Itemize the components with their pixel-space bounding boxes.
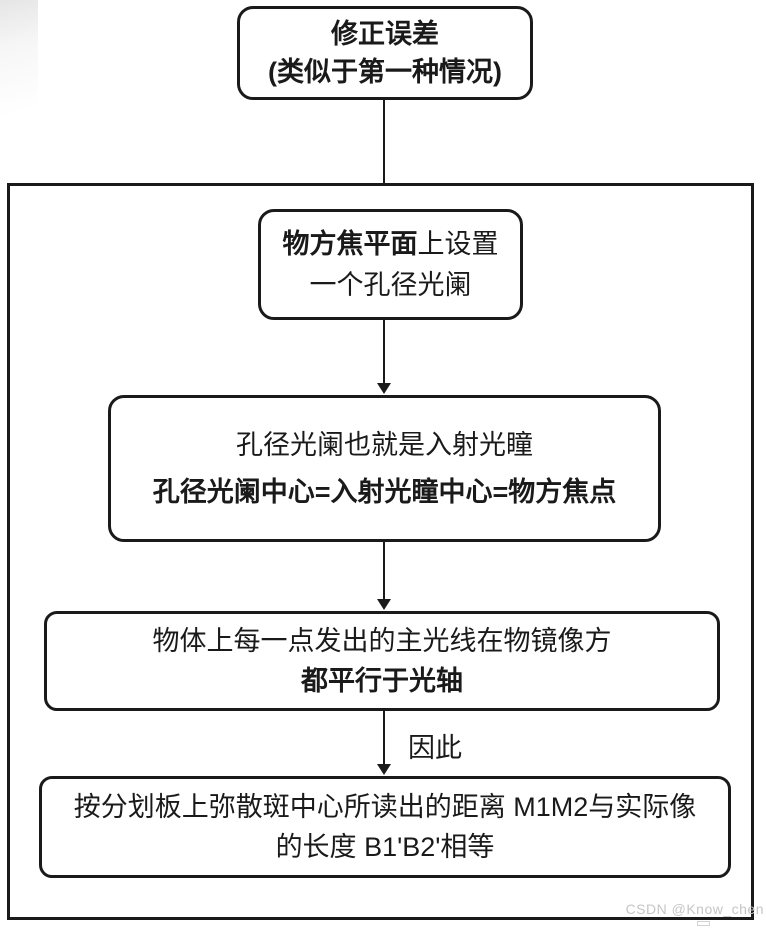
arrow-head <box>377 599 391 610</box>
flow-node-focal-plane: 物方焦平面上设置 一个孔径光阑 <box>258 209 523 320</box>
flow-group-frame <box>7 183 754 920</box>
watermark-artifact <box>697 921 710 926</box>
flow-node-aperture-stop: 孔径光阑也就是入射光瞳 孔径光阑中心=入射光瞳中心=物方焦点 <box>108 395 661 542</box>
flow-node-chief-ray-line2: 都平行于光轴 <box>301 666 463 696</box>
arrow-down-icon <box>377 711 391 775</box>
flow-node-chief-ray: 物体上每一点发出的主光线在物镜像方 都平行于光轴 <box>44 611 720 711</box>
flow-node-chief-ray-line1: 物体上每一点发出的主光线在物镜像方 <box>152 626 612 656</box>
arrow-shaft <box>383 711 385 766</box>
arrow-label-therefore: 因此 <box>408 733 462 763</box>
flow-node-correct-error-line1: 修正误差 <box>331 19 439 49</box>
arrow-shaft <box>383 542 385 601</box>
flow-node-focal-plane-line1: 物方焦平面上设置 <box>283 224 499 265</box>
arrow-head <box>377 764 391 775</box>
flow-node-conclusion-line2: 的长度 B1'B2'相等 <box>275 832 495 862</box>
arrow-head <box>377 383 391 394</box>
connector-line <box>383 100 385 184</box>
flow-node-correct-error-line2: (类似于第一种情况) <box>268 57 502 87</box>
arrow-down-icon <box>377 320 391 394</box>
focal-plane-bold-text: 物方焦平面 <box>282 228 418 259</box>
corner-shade-decoration <box>0 0 38 166</box>
flow-node-focal-plane-line2: 一个孔径光阑 <box>309 269 472 300</box>
arrow-shaft <box>383 320 385 385</box>
flow-node-conclusion: 按分划板上弥散斑中心所读出的距离 M1M2与实际像 的长度 B1'B2'相等 <box>39 776 731 878</box>
flow-node-aperture-line1: 孔径光阑也就是入射光瞳 <box>236 429 533 460</box>
flow-node-correct-error: 修正误差 (类似于第一种情况) <box>237 6 533 100</box>
focal-plane-rest-text: 上设置 <box>417 228 499 259</box>
csdn-watermark: CSDN @Know_chen <box>625 901 764 917</box>
flow-node-aperture-line2: 孔径光阑中心=入射光瞳中心=物方焦点 <box>152 476 617 507</box>
flow-node-conclusion-line1: 按分划板上弥散斑中心所读出的距离 M1M2与实际像 <box>73 792 697 822</box>
arrow-down-icon <box>377 542 391 610</box>
